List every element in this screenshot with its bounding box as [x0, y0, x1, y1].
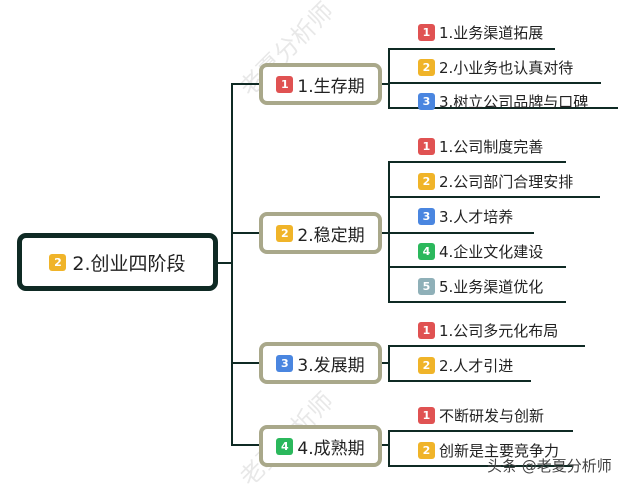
subtopic-label: 不断研发与创新: [439, 406, 545, 425]
subtopic[interactable]: 5 5.业务渠道优化: [418, 275, 543, 297]
priority-badge-icon: 3: [418, 207, 435, 225]
stage-label: 2.稳定期: [297, 225, 365, 246]
subtopic[interactable]: 1 1.公司制度完善: [418, 135, 543, 157]
root-topic[interactable]: 2 2.创业四阶段: [17, 233, 218, 291]
subtopic-label: 3.人才培养: [439, 207, 514, 226]
priority-badge-icon: 5: [418, 277, 435, 295]
subtopic-label: 2.人才引进: [439, 356, 514, 375]
priority-badge-icon: 2: [418, 172, 435, 190]
subtopic[interactable]: 3 3.人才培养: [418, 205, 513, 227]
stage-label: 1.生存期: [297, 76, 365, 97]
priority-badge-icon: 2: [418, 441, 435, 459]
stage-topic-mature[interactable]: 4 4.成熟期: [259, 425, 382, 467]
priority-badge-icon: 2: [418, 58, 435, 76]
subtopic-label: 1.公司制度完善: [439, 137, 544, 156]
priority-badge-icon: 1: [276, 75, 294, 93]
stage-label: 4.成熟期: [297, 438, 365, 459]
subtopic[interactable]: 2 2.小业务也认真对待: [418, 56, 573, 78]
subtopic[interactable]: 1 不断研发与创新: [418, 404, 544, 426]
priority-badge-icon: 3: [276, 354, 294, 372]
root-topic-label: 2.创业四阶段: [72, 252, 186, 275]
subtopic-label: 4.企业文化建设: [439, 242, 544, 261]
subtopic[interactable]: 2 2.公司部门合理安排: [418, 170, 573, 192]
stage-topic-growth[interactable]: 3 3.发展期: [259, 342, 382, 384]
source-credit: 头条 @老夏分析师: [487, 457, 612, 475]
priority-badge-icon: 2: [276, 224, 294, 242]
priority-badge-icon: 1: [418, 321, 435, 339]
priority-badge-icon: 1: [418, 23, 435, 41]
stage-label: 3.发展期: [297, 355, 365, 376]
priority-badge-icon: 2: [418, 356, 435, 374]
subtopic[interactable]: 4 4.企业文化建设: [418, 240, 543, 262]
priority-badge-icon: 1: [418, 406, 435, 424]
subtopic[interactable]: 2 创新是主要竞争力: [418, 439, 559, 461]
subtopic-label: 5.业务渠道优化: [439, 277, 544, 296]
subtopic-label: 1.公司多元化布局: [439, 321, 559, 340]
stage-topic-stable[interactable]: 2 2.稳定期: [259, 212, 382, 254]
priority-badge-icon: 4: [276, 437, 294, 455]
priority-badge-icon: 1: [418, 137, 435, 155]
subtopic-label: 2.公司部门合理安排: [439, 172, 574, 191]
subtopic-label: 1.业务渠道拓展: [439, 23, 544, 42]
subtopic-label: 3.树立公司品牌与口碑: [439, 92, 589, 111]
subtopic[interactable]: 2 2.人才引进: [418, 354, 513, 376]
subtopic[interactable]: 3 3.树立公司品牌与口碑: [418, 90, 588, 112]
priority-badge-icon: 4: [418, 242, 435, 260]
subtopic-label: 2.小业务也认真对待: [439, 58, 574, 77]
stage-topic-survival[interactable]: 1 1.生存期: [259, 63, 382, 105]
subtopic[interactable]: 1 1.业务渠道拓展: [418, 21, 543, 43]
priority-badge-icon: 3: [418, 92, 435, 110]
priority-badge-icon: 2: [49, 253, 67, 271]
subtopic-label: 创新是主要竞争力: [439, 441, 560, 460]
subtopic[interactable]: 1 1.公司多元化布局: [418, 319, 558, 341]
